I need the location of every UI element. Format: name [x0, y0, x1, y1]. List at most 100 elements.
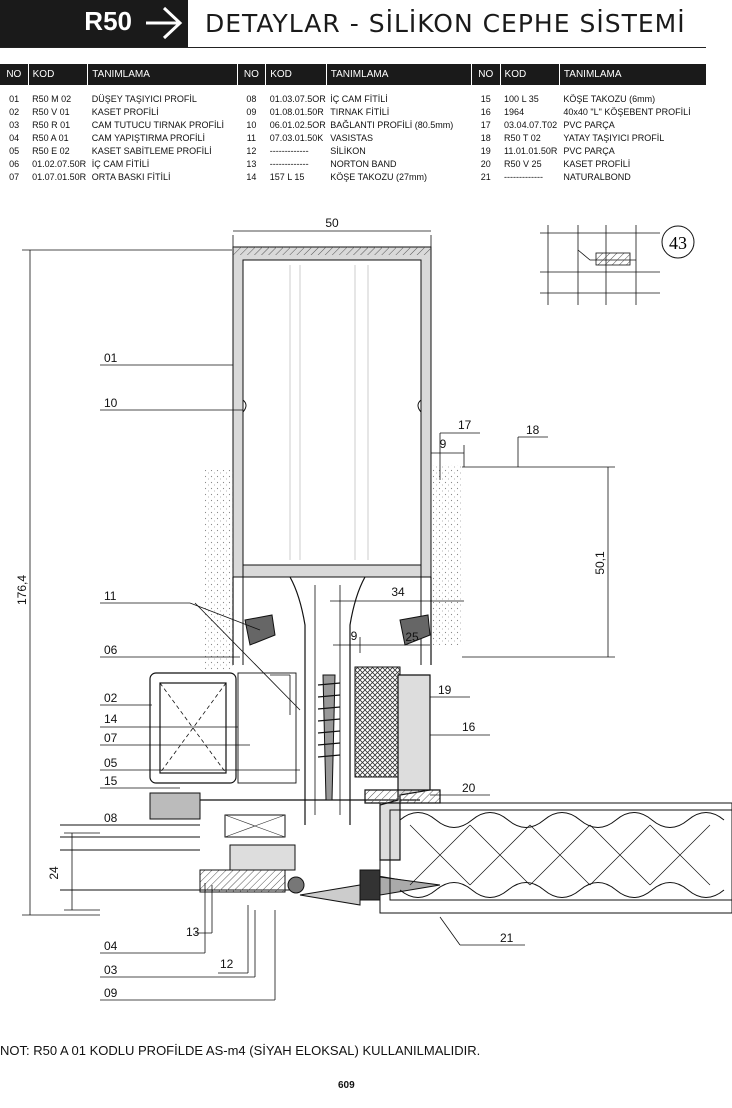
sealant-left — [205, 470, 233, 670]
dim-50-1 — [462, 466, 615, 658]
gasket-11 — [244, 614, 431, 646]
cell-kod: R50 V 01 — [32, 106, 70, 117]
dim-9-lower-label: 9 — [351, 629, 358, 643]
callout-16: 16 — [462, 720, 476, 734]
cell-tanimlama: İÇ CAM FİTİLİ — [91, 158, 150, 169]
col-kod: KOD — [27, 64, 88, 85]
cell-no: 16 — [480, 106, 491, 117]
callout-05: 05 — [104, 756, 118, 770]
mullion-profile — [232, 246, 432, 825]
cell-kod: 157 L 15 — [269, 171, 305, 182]
callout-03: 03 — [104, 963, 118, 977]
cell-kod: 01.03.07.5OR — [269, 93, 326, 104]
pvc-part-17 — [431, 465, 463, 645]
cell-no: 20 — [480, 158, 491, 169]
parts-table: NO KOD TANIMLAMA NO KOD TANIMLAMA NO KOD… — [0, 64, 706, 183]
cell-tanimlama: ORTA BASKI FİTİLİ — [91, 171, 171, 182]
cell-kod: ------------- — [504, 171, 544, 182]
cell-kod: 01.07.01.50R — [32, 171, 87, 182]
cell-tanimlama: CAM TUTUCU TIRNAK PROFİLİ — [91, 119, 224, 130]
dim-24-label: 24 — [47, 866, 61, 880]
cell-no: 10 — [246, 119, 257, 130]
naturalbond-panel — [379, 802, 732, 914]
cell-kod: 06.01.02.5OR — [269, 119, 326, 130]
detail-number: 43 — [669, 233, 687, 253]
cell-kod: 01.02.07.50R — [32, 158, 87, 169]
callout-17: 17 — [458, 418, 472, 432]
cell-no: 13 — [246, 158, 257, 169]
dim-total-height — [22, 249, 232, 916]
page-header: R50 DETAYLAR - SİLİKON CEPHE SİSTEMİ — [0, 0, 732, 50]
dim-width — [232, 230, 432, 247]
callout-12: 12 — [220, 957, 234, 971]
cell-tanimlama: PVC PARÇA — [563, 145, 615, 156]
callout-15: 15 — [104, 774, 118, 788]
col-tanimlama: TANIMLAMA — [558, 64, 706, 85]
callout-18: 18 — [526, 423, 540, 437]
cell-no: 01 — [9, 93, 20, 104]
cell-no: 14 — [246, 171, 257, 182]
cell-no: 17 — [480, 119, 491, 130]
dim-34-label: 34 — [391, 585, 405, 599]
cell-kod: 100 L 35 — [504, 93, 539, 104]
callout-08: 08 — [104, 811, 118, 825]
cell-kod: 11.01.01.50R — [504, 145, 558, 156]
dim-width-label: 50 — [325, 216, 339, 230]
callout-07: 07 — [104, 731, 118, 745]
cell-kod: R50 V 25 — [504, 158, 542, 169]
cell-tanimlama: VASISTAS — [330, 132, 373, 143]
cell-kod: ------------- — [269, 158, 309, 169]
cell-tanimlama: CAM YAPIŞTIRMA PROFİLİ — [91, 132, 205, 143]
callout-leaders — [100, 364, 301, 1001]
col-kod: KOD — [265, 64, 327, 85]
page-number: 609 — [338, 1080, 355, 1091]
vasistas-block — [354, 666, 401, 778]
table-row: 06 01.02.07.50R İÇ CAM FİTİLİ 13 -----------… — [0, 157, 706, 170]
cell-tanimlama: DÜŞEY TAŞIYICI PROFİL — [91, 93, 197, 104]
dim-total-height-label: 176,4 — [15, 575, 29, 605]
detail-marker: 43 — [661, 225, 695, 259]
series-label: R50 — [84, 6, 132, 36]
callout-11: 11 — [104, 589, 117, 603]
cell-no: 18 — [480, 132, 491, 143]
dim-50-1-label: 50,1 — [593, 551, 607, 575]
cell-kod: 03.04.07.T02 — [504, 119, 558, 130]
cell-tanimlama: PVC PARÇA — [563, 119, 615, 130]
cell-kod: R50 T 02 — [504, 132, 541, 143]
col-no: NO — [0, 64, 29, 85]
col-no: NO — [236, 64, 266, 85]
screw — [317, 674, 441, 901]
glass-lower — [60, 792, 361, 906]
cell-kod: 1964 — [504, 106, 525, 117]
cell-kod: ------------- — [269, 145, 309, 156]
cell-tanimlama: KÖŞE TAKOZU (6mm) — [563, 93, 656, 104]
callout-10: 10 — [104, 396, 118, 410]
cell-no: 12 — [246, 145, 257, 156]
cell-kod: R50 A 01 — [32, 132, 69, 143]
dim-24 — [64, 832, 100, 911]
callout-21: 21 — [500, 931, 514, 945]
cell-no: 11 — [246, 132, 257, 143]
cell-tanimlama: SİLİKON — [330, 145, 366, 156]
page-title: DETAYLAR - SİLİKON CEPHE SİSTEMİ — [205, 9, 686, 38]
col-kod: KOD — [499, 64, 560, 85]
callout-09: 09 — [104, 986, 118, 1000]
dim-9-top — [430, 445, 465, 467]
table-header-row: NO KOD TANIMLAMA NO KOD TANIMLAMA NO KOD… — [0, 64, 706, 85]
cell-no: 03 — [9, 119, 20, 130]
callout-06: 06 — [104, 643, 118, 657]
callout-04: 04 — [104, 939, 118, 953]
cell-no: 05 — [9, 145, 20, 156]
cell-no: 06 — [9, 158, 20, 169]
arrow-icon — [140, 0, 188, 47]
callout-20: 20 — [462, 781, 476, 795]
callout-01: 01 — [104, 351, 118, 365]
cell-tanimlama: KASET PROFİLİ — [91, 106, 159, 117]
key-plan — [540, 225, 660, 305]
